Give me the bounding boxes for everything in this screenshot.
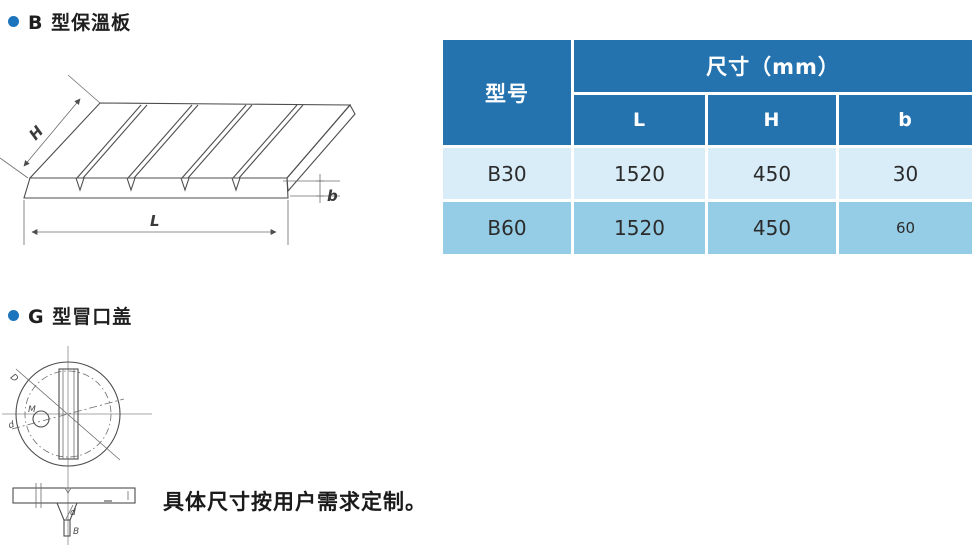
table-subheader-h: H <box>708 95 836 145</box>
custom-size-note: 具体尺寸按用户需求定制。 <box>163 490 427 514</box>
section-b-title-text: B 型保溫板 <box>28 12 132 34</box>
funnel-inner-line <box>65 504 74 520</box>
funnel-diameter-label: d <box>70 508 76 518</box>
table-cell-b: 30 <box>839 148 972 199</box>
inner-dashed-circle <box>24 370 112 458</box>
table-cell-l: 1520 <box>574 148 705 199</box>
h-extension-top <box>67 74 101 104</box>
table-header-size: 尺寸（mm） <box>574 40 972 92</box>
table-cell-h: 450 <box>708 202 836 254</box>
table-cell-model: B60 <box>443 202 571 254</box>
inner-diameter-label: d <box>7 420 16 431</box>
table-subheader-l: L <box>574 95 705 145</box>
table-cell-model: B30 <box>443 148 571 199</box>
table-cell-b: 60 <box>839 202 972 254</box>
spec-table: 型号 尺寸（mm） L H b B30 1520 450 30 B60 1520… <box>443 40 972 254</box>
outer-diameter-label: D <box>8 372 20 384</box>
riser-cover-diagram: D d M d B <box>2 346 152 545</box>
section-b-title: B 型保溫板 <box>8 8 131 35</box>
bottom-width-label: B <box>73 527 79 537</box>
h-dimension-label: H <box>25 122 47 144</box>
flange-bar <box>12 487 136 504</box>
table-cell-h: 450 <box>708 148 836 199</box>
hole-label: M <box>28 405 36 415</box>
section-arrow-mark <box>64 487 72 494</box>
bullet-icon <box>8 310 19 321</box>
table-header-model: 型号 <box>443 40 571 145</box>
l-dimension: L <box>23 200 289 245</box>
insulation-board-diagram: H b L <box>0 74 356 245</box>
board-side-face <box>286 104 356 193</box>
b-dimension: b <box>283 174 340 205</box>
hole-circle <box>32 410 50 428</box>
h-extension-bottom <box>0 157 29 179</box>
table-cell-l: 1520 <box>574 202 705 254</box>
inner-diameter-line <box>11 398 125 430</box>
center-strip <box>58 368 79 460</box>
bullet-icon <box>8 16 19 27</box>
h-dimension-line <box>23 98 81 167</box>
funnel-left <box>56 502 65 521</box>
board-front-face <box>23 177 289 199</box>
b-dimension-label: b <box>327 187 338 205</box>
bottom-tube <box>63 519 71 537</box>
outer-diameter-line <box>15 368 121 461</box>
l-dimension-label: L <box>150 212 160 230</box>
outer-circle <box>15 361 121 467</box>
section-g-title-text: G 型冒口盖 <box>28 306 133 328</box>
funnel-right <box>69 502 78 521</box>
table-subheader-b: b <box>839 95 972 145</box>
section-g-title: G 型冒口盖 <box>8 302 132 329</box>
board-grooves <box>75 104 304 192</box>
